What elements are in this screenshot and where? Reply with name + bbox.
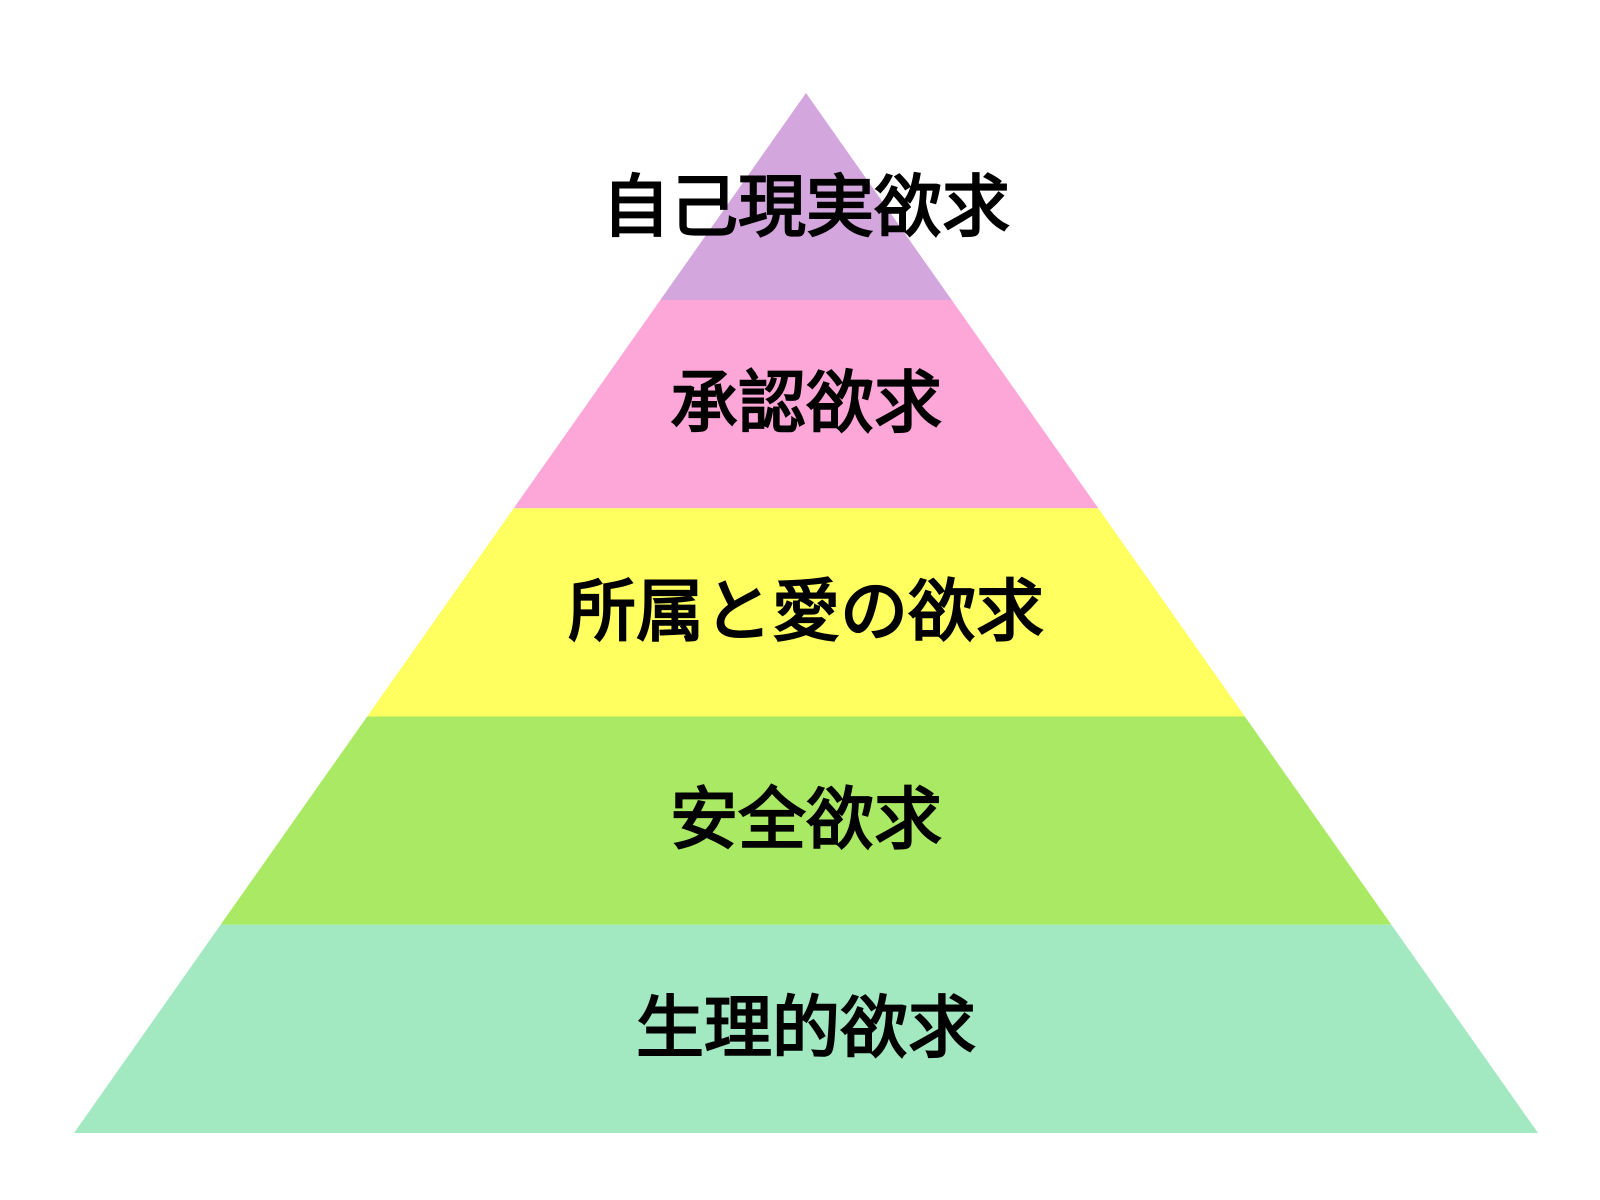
pyramid-tier-1-label: 自己現実欲求: [602, 169, 1010, 248]
pyramid-tier-5: [74, 924, 1538, 1133]
pyramid-tier-1: [660, 93, 952, 300]
pyramid-tier-2-label: 承認欲求: [670, 365, 942, 444]
pyramid-tier-2: [513, 300, 1099, 509]
pyramid-tier-5-label: 生理的欲求: [636, 989, 976, 1068]
pyramid-tier-4-label: 安全欲求: [670, 781, 942, 860]
pyramid-tier-4: [220, 716, 1392, 925]
pyramid-tier-3: [367, 508, 1245, 717]
pyramid-tier-3-label: 所属と愛の欲求: [568, 573, 1044, 652]
